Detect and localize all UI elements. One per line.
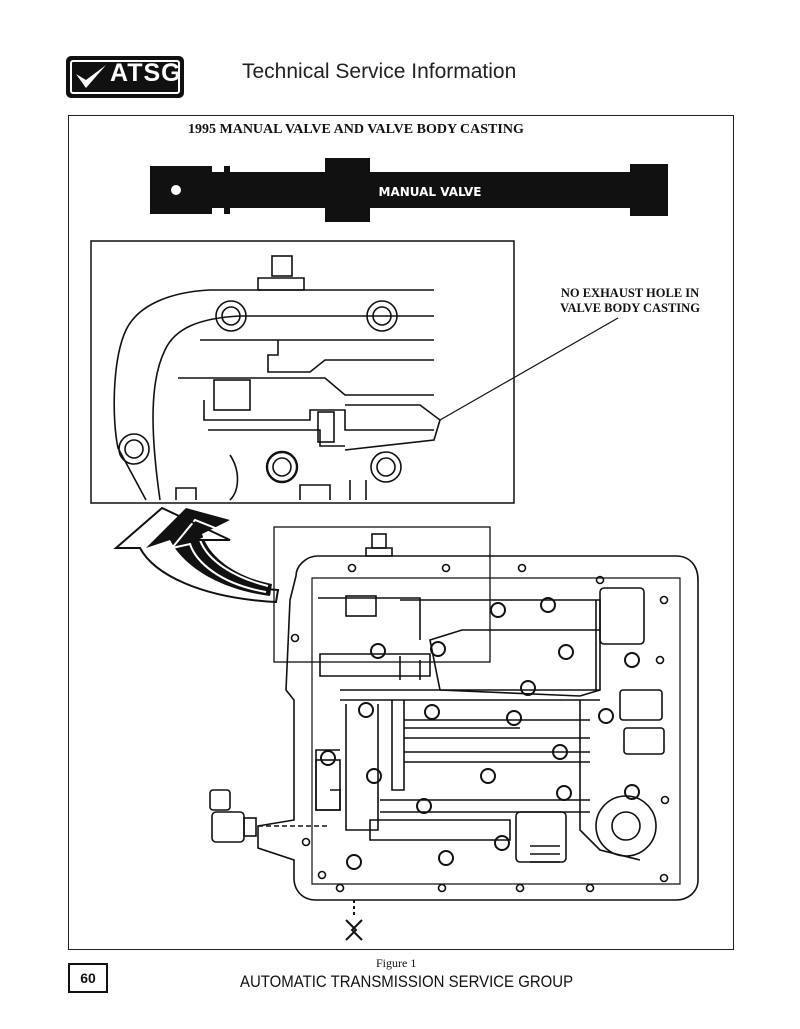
highlight-box <box>273 526 491 663</box>
manual-valve-label: MANUAL VALVE <box>379 185 482 199</box>
figure-caption: Figure 1 <box>376 956 417 970</box>
callout-line-2: VALVE BODY CASTING <box>560 301 700 315</box>
checkmark-icon <box>76 65 106 88</box>
page-title: Technical Service Information <box>242 60 517 83</box>
figure-title: 1995 MANUAL VALVE AND VALVE BODY CASTING <box>188 122 524 137</box>
callout-line-1: NO EXHAUST HOLE IN <box>560 286 700 300</box>
logo-border <box>70 60 180 94</box>
footer-org: AUTOMATIC TRANSMISSION SERVICE GROUP <box>240 972 574 991</box>
callout-text: NO EXHAUST HOLE IN VALVE BODY CASTING <box>538 286 722 316</box>
figure-frame <box>68 115 734 950</box>
atsg-logo: ATSG <box>66 56 184 98</box>
logo-text: ATSG <box>110 59 182 87</box>
manual-valve: MANUAL VALVE <box>150 158 668 222</box>
bottom-clip <box>345 900 363 941</box>
callout-leader <box>439 317 619 421</box>
external-connector <box>209 789 330 843</box>
valve-body-casting <box>257 533 699 901</box>
detail-view <box>90 240 515 504</box>
page-number: 60 <box>68 963 108 993</box>
direction-arrow <box>113 506 280 604</box>
